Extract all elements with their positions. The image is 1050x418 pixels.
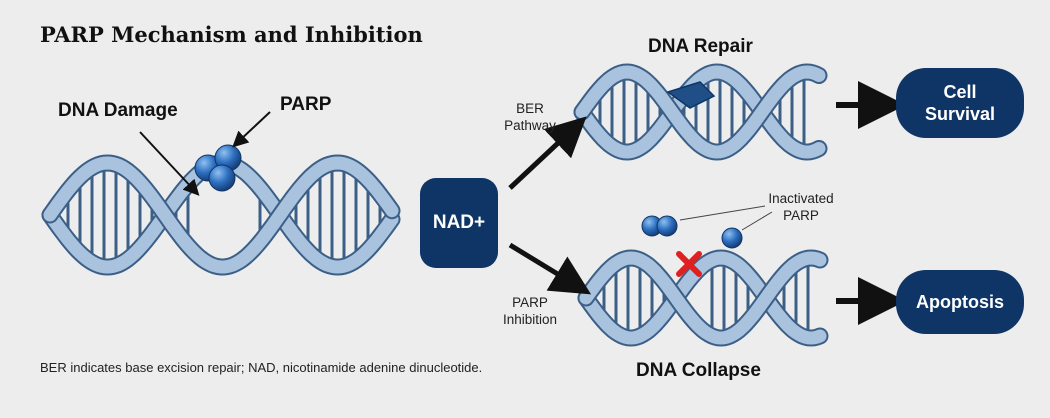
footnote: BER indicates base excision repair; NAD,… (40, 360, 483, 375)
dna-strand (43, 156, 399, 274)
label-parp-inhibition-line1: PARP (512, 295, 548, 310)
dna-strand (575, 65, 826, 159)
nad-node: NAD+ (420, 178, 498, 268)
label-dna-collapse: DNA Collapse (636, 360, 761, 381)
dna-strand (579, 251, 827, 345)
inactivated-parp-icon (641, 215, 743, 249)
ber-pathway-arrow (508, 116, 587, 190)
label-parp-inhibition: PARP Inhibition (490, 294, 570, 328)
cell-survival-node: Cell Survival (896, 68, 1024, 138)
collapsed-dna-helix (577, 249, 829, 347)
label-parp-inhibition-line2: Inhibition (502, 312, 558, 327)
apoptosis-node: Apoptosis (896, 270, 1024, 334)
cell-survival-line2: Survival (924, 104, 996, 124)
cell-survival-line1: Cell (943, 82, 977, 102)
diagram-title: PARP Mechanism and Inhibition (40, 22, 423, 47)
repair-patch-icon (666, 81, 716, 109)
label-ber-pathway: BER Pathway (490, 100, 570, 134)
inactivated-parp-leader-2 (741, 211, 773, 231)
parp-inhibition-arrow (508, 242, 592, 295)
inactivated-parp-leader-1 (679, 205, 766, 221)
label-dna-repair: DNA Repair (648, 36, 753, 57)
label-dna-damage: DNA Damage (58, 100, 178, 121)
label-ber-pathway-line1: BER (516, 101, 544, 116)
label-parp: PARP (280, 94, 332, 115)
label-ber-pathway-line2: Pathway (504, 118, 556, 133)
parp-protein-icon (194, 144, 242, 192)
dna-strand (579, 251, 827, 345)
label-inactivated-parp-line1: Inactivated (768, 191, 834, 206)
label-inactivated-parp-line2: PARP (783, 208, 819, 223)
dna-damage-pointer (139, 131, 200, 196)
repaired-dna-helix (573, 63, 828, 161)
label-inactivated-parp: Inactivated PARP (756, 190, 846, 224)
block-x-icon (676, 251, 702, 277)
parp-pointer (232, 111, 271, 148)
dna-strand (575, 65, 826, 159)
